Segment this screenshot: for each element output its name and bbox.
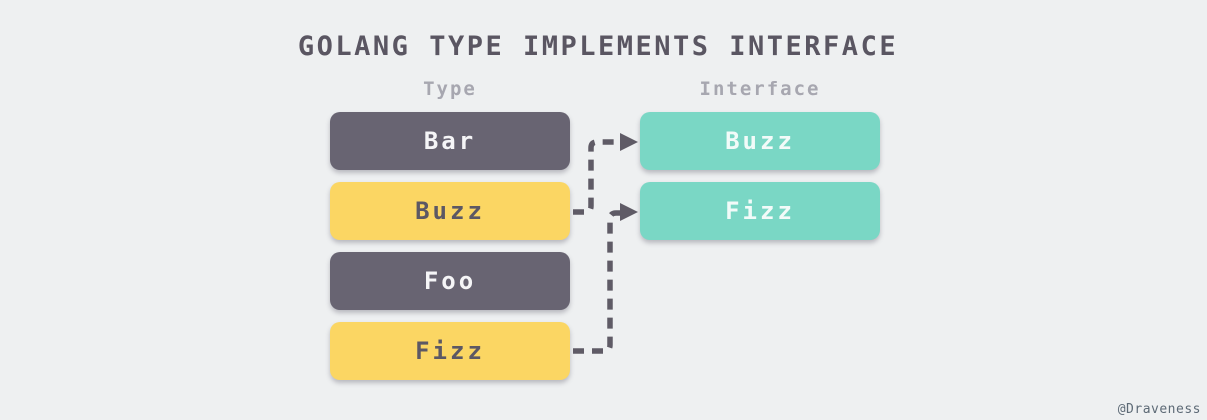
interface-column-label: Interface xyxy=(699,78,821,100)
type-node-fizz: Fizz xyxy=(330,322,570,380)
type-column-label: Type xyxy=(423,78,477,100)
type-node-bar: Bar xyxy=(330,112,570,170)
type-node-foo: Foo xyxy=(330,252,570,310)
diagram-title: GOLANG TYPE IMPLEMENTS INTERFACE xyxy=(297,31,899,62)
interface-node-buzz: Buzz xyxy=(640,112,880,170)
arrow-buzz-to-buzz xyxy=(573,133,638,215)
type-node-buzz: Buzz xyxy=(330,182,570,240)
watermark-credit: @Draveness xyxy=(1117,402,1201,417)
interface-node-fizz: Fizz xyxy=(640,182,880,240)
arrow-fizz-to-fizz xyxy=(573,203,638,354)
